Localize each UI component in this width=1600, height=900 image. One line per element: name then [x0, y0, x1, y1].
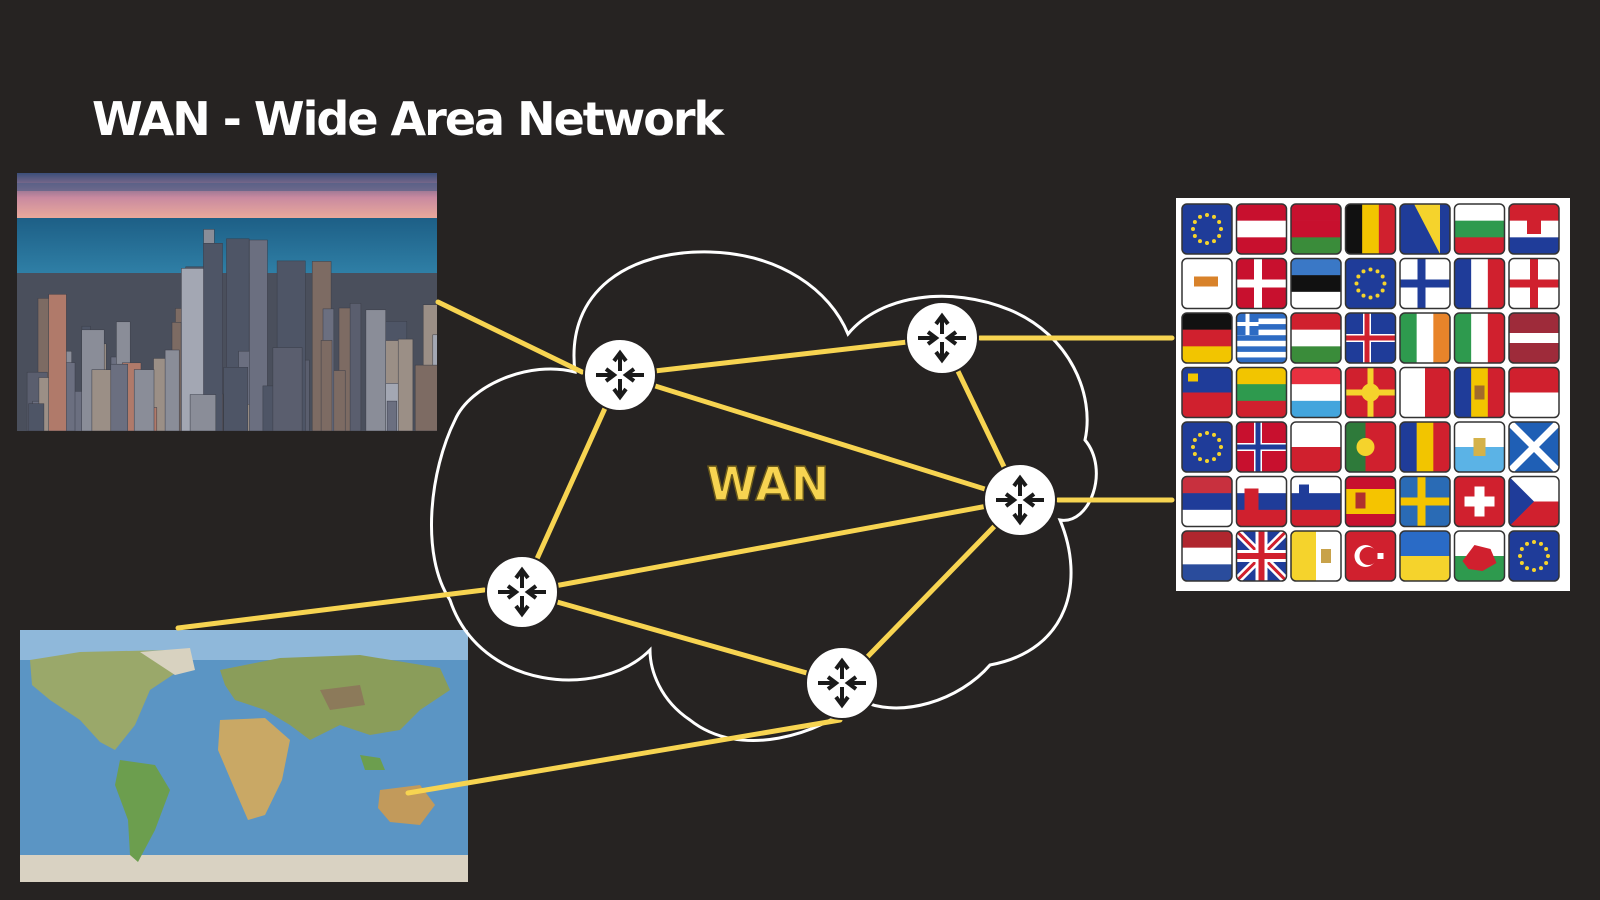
flag-it-icon: [1454, 313, 1505, 363]
flag-tr-icon: [1345, 531, 1396, 581]
router-arrow-icon: [622, 367, 644, 383]
router-arrow-icon: [834, 657, 850, 679]
router-top-right: [905, 301, 979, 375]
router-arrow-icon: [612, 349, 628, 371]
flag-ie-icon: [1400, 313, 1450, 363]
flag-gr-icon: [1236, 313, 1287, 363]
flag-se-icon: [1400, 476, 1450, 527]
flag-sc-icon: [1509, 422, 1559, 472]
router-right: [983, 463, 1057, 537]
flag-sk-icon: [1236, 476, 1287, 527]
router-arrow-icon: [514, 596, 530, 618]
flag-at-icon: [1236, 204, 1287, 254]
flag-li-icon: [1182, 367, 1232, 418]
router-arrow-icon: [1012, 474, 1028, 496]
router-arrow-icon: [498, 584, 520, 600]
flag-cz-icon: [1509, 476, 1559, 527]
link-router-left-right: [519, 497, 1023, 595]
flag-ee-icon: [1291, 258, 1341, 309]
link-router-topleft-topright: [617, 335, 945, 378]
flag-is-icon: [1345, 313, 1396, 363]
flag-es-icon: [1345, 476, 1396, 527]
flag-ba-icon: [1400, 204, 1450, 254]
flag-de-icon: [1182, 313, 1232, 363]
router-left: [485, 555, 559, 629]
router-arrow-icon: [834, 687, 850, 709]
link-router-topleft-right: [617, 372, 1023, 503]
european-flags-grid: [1176, 198, 1570, 591]
flag-va-icon: [1291, 531, 1341, 581]
router-arrow-icon: [1022, 492, 1044, 508]
flag-eu-icon: [1182, 204, 1232, 254]
router-arrow-icon: [818, 675, 840, 691]
flag-lu-icon: [1291, 367, 1341, 418]
flag-fi-icon: [1400, 258, 1450, 309]
router-arrow-icon: [944, 330, 966, 346]
flag-ch-icon: [1454, 476, 1505, 527]
flag-lt-icon: [1236, 367, 1287, 418]
flag-en-icon: [1509, 258, 1559, 309]
page-title: WAN - Wide Area Network: [92, 92, 724, 146]
flag-hu-icon: [1291, 313, 1341, 363]
flag-eu-icon: [1345, 258, 1396, 309]
link-router-bottom-right: [839, 497, 1023, 686]
cloud-label: WAN: [707, 457, 830, 511]
router-top-left: [583, 338, 657, 412]
flag-by-icon: [1291, 204, 1341, 254]
flag-mc-icon: [1509, 367, 1559, 418]
flag-md-icon: [1454, 367, 1505, 418]
flag-nl-icon: [1182, 531, 1232, 581]
flag-pt-icon: [1345, 422, 1396, 472]
link-map-to-router-left: [175, 587, 487, 631]
flag-lv-icon: [1509, 313, 1559, 363]
router-arrow-icon: [612, 379, 628, 401]
flag-no-icon: [1236, 422, 1287, 472]
router-arrow-icon: [996, 492, 1018, 508]
flag-ua-icon: [1400, 531, 1450, 581]
flag-wl-icon: [1454, 531, 1505, 581]
flag-hr-icon: [1509, 204, 1559, 254]
flag-eu-icon: [1509, 531, 1559, 581]
flag-sm-icon: [1454, 422, 1505, 472]
router-arrow-icon: [934, 312, 950, 334]
router-arrow-icon: [524, 584, 546, 600]
router-arrow-icon: [844, 675, 866, 691]
world-map: [20, 630, 468, 882]
flag-cy-icon: [1182, 258, 1232, 309]
flag-be-icon: [1345, 204, 1396, 254]
flag-uk-icon: [1236, 531, 1287, 581]
router-arrow-icon: [596, 367, 618, 383]
flag-bg-icon: [1454, 204, 1505, 254]
link-map-to-router-bottom: [405, 717, 843, 796]
link-city-to-router: [435, 299, 585, 375]
link-router-left-bottom: [519, 589, 845, 686]
router-bottom: [805, 646, 879, 720]
router-arrow-icon: [918, 330, 940, 346]
flag-pl-icon: [1291, 422, 1341, 472]
wan-cloud: [430, 250, 1098, 742]
city-skyline-photo: [17, 173, 437, 431]
router-arrow-icon: [514, 566, 530, 588]
flag-dk-icon: [1236, 258, 1287, 309]
link-router-topleft-left: [519, 372, 623, 595]
router-arrow-icon: [934, 342, 950, 364]
flag-mk-icon: [1345, 367, 1396, 418]
flag-ro-icon: [1400, 422, 1450, 472]
flag-fr-icon: [1454, 258, 1505, 309]
flag-rs-icon: [1182, 476, 1232, 527]
flag-eu-icon: [1182, 422, 1232, 472]
flag-si-icon: [1291, 476, 1341, 527]
router-arrow-icon: [1012, 504, 1028, 526]
flag-mt-icon: [1400, 367, 1450, 418]
